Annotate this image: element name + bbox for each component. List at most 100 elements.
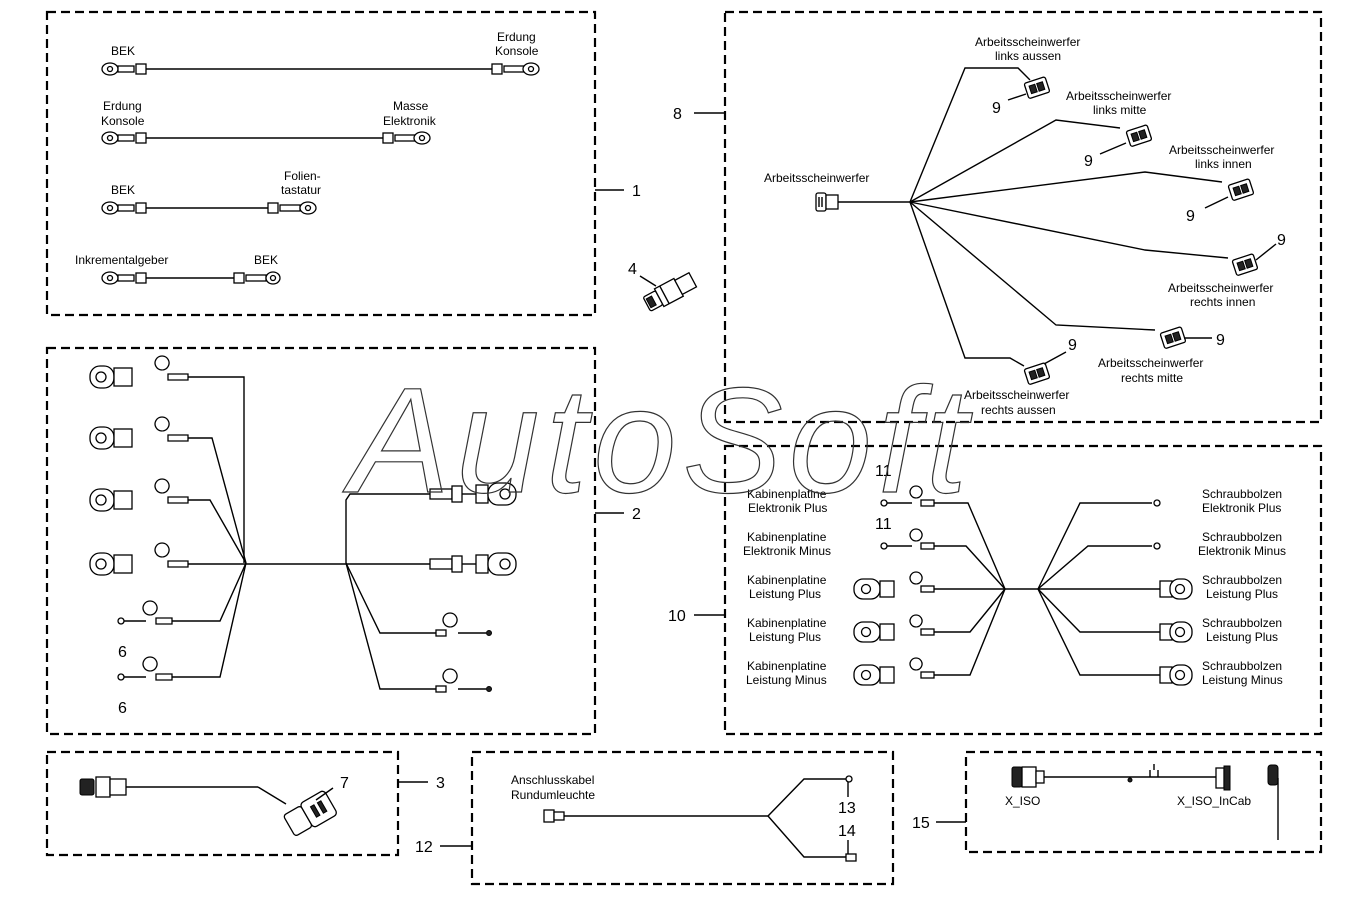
label-sb-lp2-1: Schraubbolzen — [1202, 616, 1282, 630]
ring-terminal-right-1[interactable] — [429, 482, 517, 506]
group-10[interactable]: 10 — [668, 444, 1323, 736]
group-12[interactable]: 12 Anschlusskabel Rundumleuchte 13 14 — [415, 750, 895, 886]
lamp-connector-rechts-innen[interactable] — [1231, 253, 1259, 276]
label-erdung: Erdung — [497, 30, 536, 44]
group-12-number: 12 — [415, 839, 433, 856]
label-11-a: 11 — [875, 463, 892, 480]
label-sb-lm-2: Leistung Minus — [1202, 673, 1283, 687]
lamp-connector-rechts-mitte[interactable] — [1159, 326, 1187, 349]
label-9-rechts-aussen: 9 — [1068, 337, 1077, 354]
label-rundumleuchte: Rundumleuchte — [511, 788, 595, 802]
group-3[interactable]: 3 7 — [45, 750, 445, 857]
label-links-aussen-1: Arbeitsscheinwerfer — [975, 35, 1080, 49]
label-kp-em-1: Kabinenplatine — [747, 530, 827, 544]
watermark: AutoSoft — [342, 356, 973, 524]
small-terminal-left-5[interactable] — [117, 600, 173, 625]
terminal-schraubbolzen-elektronik-plus[interactable] — [1153, 499, 1161, 507]
label-folien: Folien- — [284, 169, 321, 183]
group-1-number: 1 — [632, 183, 641, 200]
label-kp-lm-1: Kabinenplatine — [747, 659, 827, 673]
group-12-frame — [470, 750, 895, 886]
lamp-connector-links-mitte[interactable] — [1125, 124, 1153, 147]
label-rechts-aussen-1: Arbeitsscheinwerfer — [964, 388, 1069, 402]
small-terminal-right-4[interactable] — [435, 668, 492, 693]
harness-12[interactable] — [543, 775, 857, 862]
label-konsole-2: Konsole — [101, 114, 145, 128]
label-masse: Masse — [393, 99, 429, 113]
connector-part-4[interactable] — [642, 271, 698, 313]
label-bek: BEK — [111, 44, 135, 58]
lamp-connector-links-aussen[interactable] — [1023, 76, 1051, 99]
main-lamp-connector[interactable] — [815, 192, 839, 212]
group-15-number: 15 — [912, 815, 930, 832]
label-11-b: 11 — [875, 516, 892, 533]
label-konsole: Konsole — [495, 44, 539, 58]
ring-terminal-left-1[interactable] — [89, 355, 189, 389]
ring-terminal-left-2[interactable] — [89, 416, 189, 450]
label-sb-lp-2: Leistung Plus — [1206, 587, 1278, 601]
lamp-connector-links-innen[interactable] — [1227, 178, 1255, 201]
small-terminal-left-6[interactable] — [117, 656, 173, 681]
label-sb-em-2: Elektronik Minus — [1198, 544, 1286, 558]
label-kp-lp-2: Leistung Plus — [749, 587, 821, 601]
label-links-mitte-1: Arbeitsscheinwerfer — [1066, 89, 1171, 103]
group-2-frame — [45, 346, 597, 736]
label-links-innen-1: Arbeitsscheinwerfer — [1169, 143, 1274, 157]
label-13: 13 — [838, 800, 856, 817]
terminal-schraubbolzen-leistung-minus[interactable] — [1159, 664, 1193, 686]
group-15-frame — [964, 750, 1323, 854]
group-3-frame — [45, 750, 400, 857]
small-terminal-right-3[interactable] — [435, 612, 492, 637]
label-elektronik: Elektronik — [383, 114, 437, 128]
terminal-schraubbolzen-elektronik-minus[interactable] — [1153, 542, 1161, 550]
ground-cable-2[interactable] — [101, 131, 431, 145]
group-15[interactable]: 15 X_ISO X_ISO_InCab — [912, 750, 1323, 854]
lamp-connector-rechts-aussen[interactable] — [1023, 362, 1051, 385]
label-9-links-aussen: 9 — [992, 100, 1001, 117]
label-links-aussen-2: links aussen — [995, 49, 1061, 63]
ground-cable-4[interactable] — [101, 271, 281, 285]
harness-3[interactable] — [79, 776, 338, 838]
ring-terminal-left-3[interactable] — [89, 478, 189, 512]
ring-terminal-right-2[interactable] — [429, 552, 517, 576]
label-anschlusskabel: Anschlusskabel — [511, 773, 594, 787]
terminal-kabinenplatine-elektronik-minus[interactable] — [880, 528, 935, 550]
ground-cable-1[interactable] — [101, 62, 540, 76]
group-2[interactable]: 2 — [45, 346, 641, 736]
label-sb-em-1: Schraubbolzen — [1202, 530, 1282, 544]
group-8-number: 8 — [673, 106, 682, 123]
label-rechts-innen-2: rechts innen — [1190, 295, 1255, 309]
callout-9-leaders — [1007, 93, 1277, 365]
label-kp-lp2-2: Leistung Plus — [749, 630, 821, 644]
group-4[interactable]: 4 — [628, 261, 698, 313]
label-tastatur: tastatur — [281, 183, 321, 197]
harness-8-wires — [838, 67, 1229, 367]
harness-2-left-wires — [172, 376, 436, 690]
group-2-number: 2 — [632, 506, 641, 523]
label-rechts-mitte-2: rechts mitte — [1121, 371, 1183, 385]
label-kp-lm-2: Leistung Minus — [746, 673, 827, 687]
group-8[interactable]: 8 Arbeitsscheinwerfer — [673, 10, 1323, 424]
label-rechts-mitte-1: Arbeitsscheinwerfer — [1098, 356, 1203, 370]
label-kp-em-2: Elektronik Minus — [743, 544, 831, 558]
label-6-2: 6 — [118, 700, 127, 717]
group-1[interactable]: 1 BEK Erdung Konsole Erdung Konsole Mass… — [45, 10, 641, 317]
terminal-schraubbolzen-leistung-plus-2[interactable] — [1159, 621, 1193, 643]
label-14: 14 — [838, 823, 856, 840]
terminal-kabinenplatine-leistung-plus-1[interactable] — [853, 571, 935, 600]
group-10-frame — [723, 444, 1323, 736]
terminal-schraubbolzen-leistung-plus-1[interactable] — [1159, 578, 1193, 600]
terminal-kabinenplatine-elektronik-plus[interactable] — [880, 485, 935, 507]
label-6: 6 — [118, 644, 127, 661]
label-bek-3: BEK — [254, 253, 278, 267]
ring-terminal-left-4[interactable] — [89, 542, 189, 576]
harness-10-wires — [934, 502, 1160, 676]
harness-15[interactable] — [1011, 764, 1279, 840]
label-sb-lp2-2: Leistung Plus — [1206, 630, 1278, 644]
terminal-kabinenplatine-leistung-minus[interactable] — [853, 657, 935, 686]
ground-cable-3[interactable] — [101, 201, 317, 215]
label-links-mitte-2: links mitte — [1093, 103, 1147, 117]
terminal-kabinenplatine-leistung-plus-2[interactable] — [853, 614, 935, 643]
label-9-rechts-mitte: 9 — [1216, 332, 1225, 349]
